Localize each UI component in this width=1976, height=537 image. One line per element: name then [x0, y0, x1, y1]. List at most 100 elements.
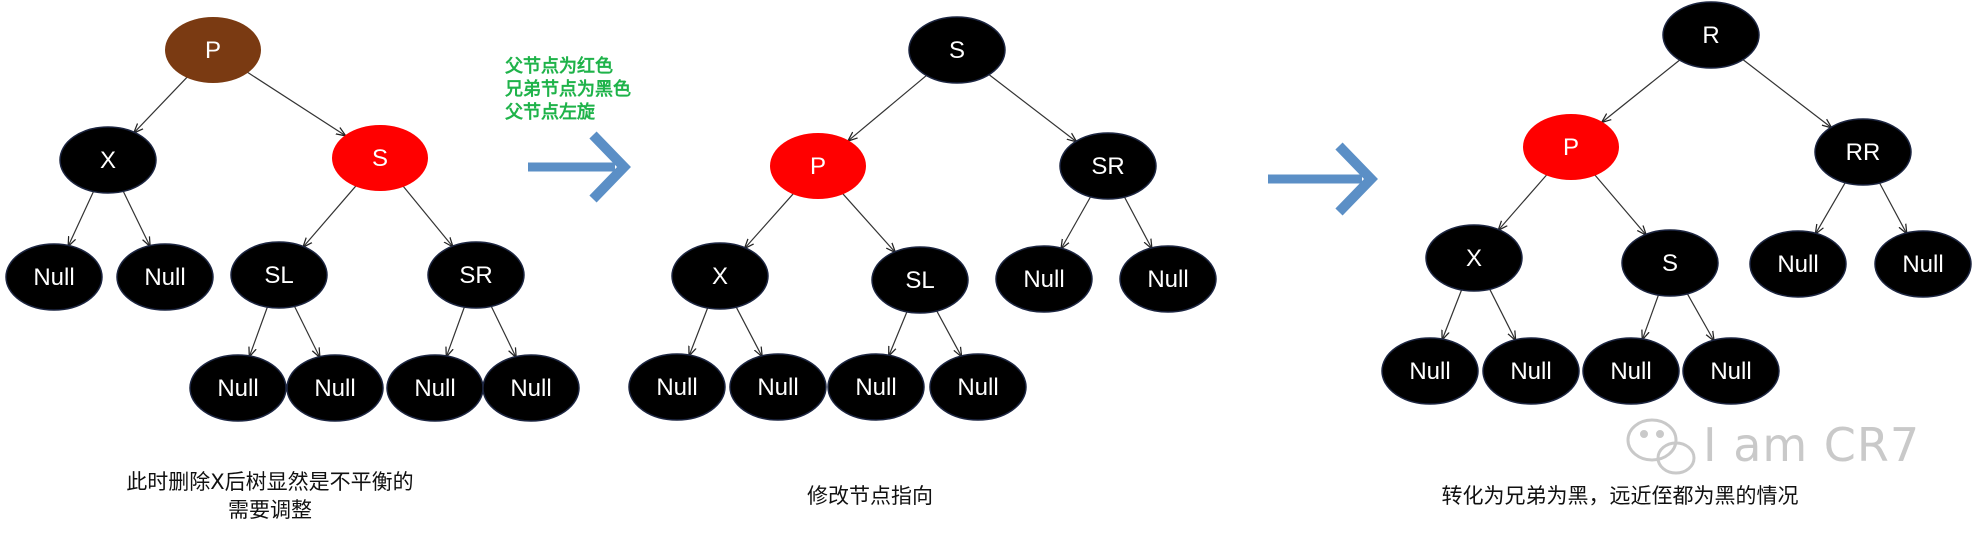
diagram3-node-n2-shape	[1482, 337, 1580, 405]
diagram2-node-sl-shape	[871, 246, 969, 314]
diagram3-node-n6: Null	[1874, 230, 1972, 298]
diagram1-edge-sl-n3	[250, 306, 269, 356]
diagram1-node-sl-shape	[230, 241, 328, 309]
diagram1-edge-s-sl	[303, 185, 357, 247]
wechat-icon	[1626, 418, 1696, 475]
diagram2-edge-x-n1	[689, 307, 709, 355]
diagram3-node-n4-label: Null	[1710, 358, 1751, 385]
diagram2-node-n3: Null	[827, 353, 925, 421]
diagram3-node-n1: Null	[1381, 337, 1479, 405]
diagram2-node-n1-shape	[628, 353, 726, 421]
diagram2-node-n1: Null	[628, 353, 726, 421]
diagram2-edge-x-n2	[735, 306, 762, 356]
diagram2-edge-sr-n6	[1123, 196, 1151, 248]
diagram1-edge-sl-n4	[293, 305, 319, 357]
diagram2-node-n4-label: Null	[957, 374, 998, 401]
diagram3-node-n5-label: Null	[1777, 251, 1818, 278]
diagram3-node-p: P	[1523, 114, 1619, 180]
diagram3-edge-s-n4	[1686, 292, 1714, 340]
diagram1-node-x-shape	[59, 126, 157, 194]
diagram2-node-s-shape	[908, 16, 1006, 84]
diagram1-edge-s-sr	[402, 185, 452, 246]
diagram1-node-n2-label: Null	[144, 264, 185, 291]
diagram2-node-n1-label: Null	[656, 374, 697, 401]
diagram2-node-sl: SL	[871, 246, 969, 314]
diagram3-node-n6-label: Null	[1902, 251, 1943, 278]
diagram2-node-n4-shape	[929, 353, 1027, 421]
diagram1-node-sl: SL	[230, 241, 328, 309]
diagram2-node-sr: SR	[1059, 132, 1157, 200]
diagram2-node-n5: Null	[995, 245, 1093, 313]
caption-diagram-1-line-2: 需要调整	[228, 498, 312, 522]
diagram2-node-p: P	[770, 133, 866, 199]
rotation-note-line-2: 兄弟节点为黑色	[505, 79, 631, 100]
diagram3-node-n1-label: Null	[1409, 358, 1450, 385]
diagram1-node-x: X	[59, 126, 157, 194]
diagram1-node-s-label: S	[372, 145, 388, 172]
diagram2-node-sl-label: SL	[905, 267, 934, 294]
diagram3-edge-rr-n5	[1816, 181, 1847, 233]
diagram2-node-n5-label: Null	[1023, 266, 1064, 293]
diagram2-node-n2-label: Null	[757, 374, 798, 401]
diagram2-node-n5-shape	[995, 245, 1093, 313]
diagram1-node-s: S	[332, 125, 428, 191]
diagram2-edge-s-sr	[988, 73, 1076, 141]
diagram2-edge-p-x	[745, 193, 794, 248]
diagram1-node-n5-label: Null	[414, 375, 455, 402]
diagram1-node-x-label: X	[100, 147, 116, 174]
diagram2-node-n3-shape	[827, 353, 925, 421]
diagram1-node-n3-label: Null	[217, 375, 258, 402]
diagram2-node-n6-shape	[1119, 245, 1217, 313]
diagram3-node-rr: RR	[1814, 118, 1912, 186]
diagram3-node-n1-shape	[1381, 337, 1479, 405]
diagram1-edge-p-s	[246, 71, 345, 135]
diagram2-node-n3-label: Null	[855, 374, 896, 401]
diagram3-node-x-label: X	[1466, 245, 1482, 272]
diagram1-edge-x-n1	[69, 190, 95, 246]
diagram3-edge-s-n3	[1643, 294, 1660, 339]
diagram3-node-n2: Null	[1482, 337, 1580, 405]
diagram1-node-n2-shape	[116, 243, 214, 311]
diagram1-node-p-label: P	[205, 37, 221, 64]
caption-diagram-1-line-1: 此时删除X后树显然是不平衡的	[126, 470, 414, 494]
diagram2-node-x-label: X	[712, 263, 728, 290]
diagram3-edge-p-s	[1594, 174, 1646, 235]
transition-arrow-2	[1268, 142, 1378, 216]
diagram3-node-n4: Null	[1682, 337, 1780, 405]
diagram3-node-n3: Null	[1582, 337, 1680, 405]
diagram2-node-n6-label: Null	[1147, 266, 1188, 293]
diagram1-node-n1-shape	[5, 243, 103, 311]
diagram2-edge-sl-n4	[935, 310, 961, 356]
diagram3-node-x-shape	[1425, 224, 1523, 292]
diagram3-node-n5-shape	[1749, 230, 1847, 298]
diagram1-node-p-shape	[165, 17, 261, 83]
diagram3-edge-x-n2	[1488, 288, 1515, 340]
diagram3-node-x: X	[1425, 224, 1523, 292]
rotation-note-line-1: 父节点为红色	[505, 56, 613, 77]
diagram2-node-n2-shape	[729, 353, 827, 421]
watermark-text: I am CR7	[1703, 418, 1921, 472]
diagram2-node-sr-shape	[1059, 132, 1157, 200]
diagram2-node-s: S	[908, 16, 1006, 84]
diagram3-node-n2-label: Null	[1510, 358, 1551, 385]
diagram3-node-r-shape	[1662, 1, 1760, 69]
diagram3-node-s: S	[1621, 229, 1719, 297]
diagram1-node-n2: Null	[116, 243, 214, 311]
diagram3-edge-r-p	[1602, 59, 1681, 122]
diagram1-node-sr-shape	[427, 241, 525, 309]
diagram1-edge-sr-n6	[490, 305, 516, 357]
diagram3-node-rr-shape	[1814, 118, 1912, 186]
diagram3-node-n6-shape	[1874, 230, 1972, 298]
diagram1-node-n6-label: Null	[510, 375, 551, 402]
diagram1-edge-x-n2	[122, 190, 150, 246]
diagram1-node-sr: SR	[427, 241, 525, 309]
diagram2-edge-sl-n3	[889, 310, 908, 355]
diagram3-node-n4-shape	[1682, 337, 1780, 405]
diagram2-node-x-shape	[671, 242, 769, 310]
diagram1-node-n4-label: Null	[314, 375, 355, 402]
diagram3-node-p-label: P	[1563, 134, 1579, 161]
diagram3-edge-x-n1	[1442, 289, 1463, 339]
diagram3-node-s-shape	[1621, 229, 1719, 297]
diagram1-node-n1-label: Null	[33, 264, 74, 291]
